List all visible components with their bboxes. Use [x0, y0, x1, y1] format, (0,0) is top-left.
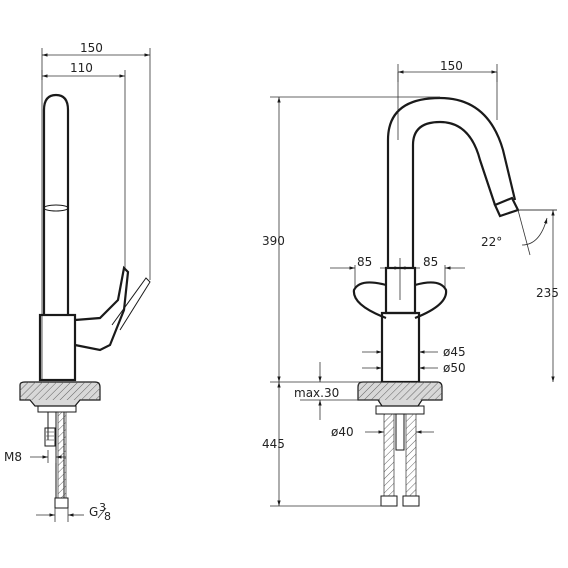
- front-dim-235-label: 235: [536, 286, 559, 300]
- front-dim-angle: 22°: [481, 209, 557, 256]
- front-dim-angle-label: 22°: [481, 235, 502, 249]
- side-dim-150-label: 150: [80, 41, 103, 55]
- front-dim-235: 235: [520, 209, 559, 382]
- side-spout: [42, 93, 70, 315]
- front-lever: [352, 281, 387, 320]
- front-dim-150: 150: [397, 59, 498, 82]
- side-dim-m8: M8: [4, 450, 66, 464]
- front-dim-max30-label: max.30: [294, 386, 339, 400]
- front-dim-445: 445: [262, 382, 382, 507]
- side-dim-150: 150: [41, 41, 151, 58]
- front-body: [380, 311, 421, 384]
- front-view: 150 22° 390 235: [262, 59, 559, 507]
- side-view: 150 110: [4, 41, 151, 523]
- front-dim-390: 390: [262, 96, 440, 382]
- front-dim-diameter: ø45 ø50: [362, 345, 466, 375]
- front-dim-390-label: 390: [262, 234, 285, 248]
- front-spout: [386, 96, 517, 268]
- side-dim-110: 110: [41, 61, 126, 80]
- front-dim-d40-label: ø40: [331, 425, 354, 439]
- front-dim-85-right-label: 85: [423, 255, 438, 269]
- front-dim-85-left-label: 85: [357, 255, 372, 269]
- side-lever: [74, 265, 130, 352]
- front-dim-d45-label: ø45: [443, 345, 466, 359]
- front-dim-85-85: 85 85: [330, 255, 465, 300]
- side-dim-g38-label: G: [89, 505, 98, 519]
- front-dim-d50-label: ø50: [443, 361, 466, 375]
- side-dim-g38-num: 3: [99, 501, 106, 514]
- front-dim-150-label: 150: [440, 59, 463, 73]
- front-dim-445-label: 445: [262, 437, 285, 451]
- side-dim-m8-label: M8: [4, 450, 22, 464]
- front-dim-d40: ø40: [331, 425, 434, 439]
- side-dim-g38-den: 8: [104, 510, 111, 523]
- side-dim-g38: G 3 8: [36, 501, 111, 523]
- side-dim-110-label: 110: [70, 61, 93, 75]
- front-dim-max30: max.30: [270, 362, 380, 420]
- side-body: [38, 313, 77, 382]
